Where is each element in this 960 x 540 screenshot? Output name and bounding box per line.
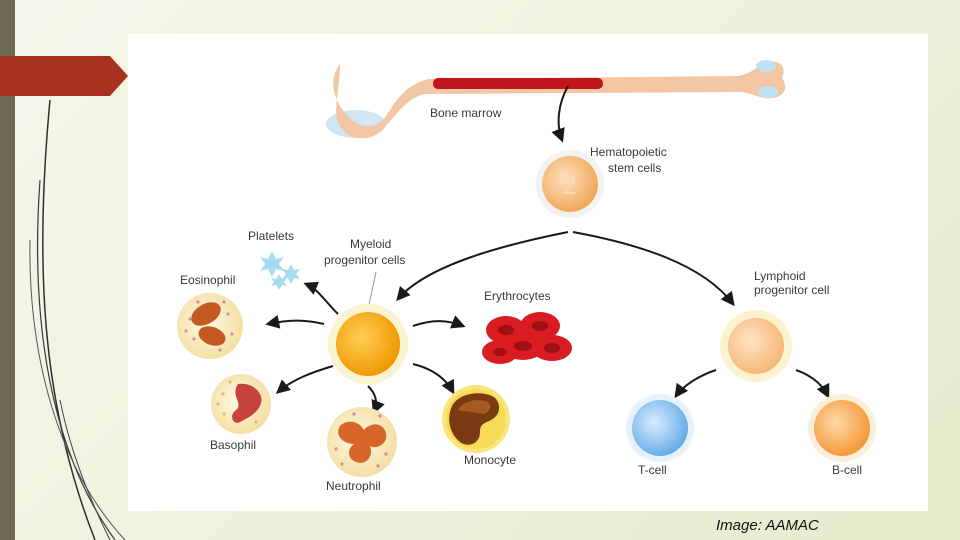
label-eosinophil: Eosinophil — [180, 273, 235, 287]
left-sidebar-bar — [0, 0, 15, 540]
label-bone-marrow: Bone marrow — [430, 106, 502, 120]
label-b-cell: B-cell — [832, 463, 862, 477]
monocyte-cell — [442, 385, 510, 453]
slide-marker-arrow — [0, 56, 128, 96]
neutrophil-cell — [327, 407, 397, 477]
label-myeloid-line1: Myeloid — [350, 237, 391, 251]
basophil-cell — [211, 374, 271, 434]
arrow-to-t-cell — [674, 369, 717, 399]
diagram-panel: Bone marrow 2 Hematopoietic stem cells P… — [128, 34, 928, 511]
arrow-to-platelets — [303, 281, 339, 315]
arrow-to-erythrocytes — [412, 315, 466, 329]
label-monocyte: Monocyte — [464, 453, 516, 467]
hsc-badge: 2 — [562, 170, 576, 200]
marrow-band — [433, 78, 603, 89]
b-cell — [808, 394, 876, 462]
platelets-icon — [260, 251, 300, 290]
lymphoid-progenitor-cell — [720, 310, 792, 382]
label-myeloid-line2: progenitor cells — [324, 253, 405, 267]
eosinophil-cell — [177, 293, 243, 359]
arrow-to-b-cell — [795, 369, 830, 399]
myeloid-progenitor-cell — [328, 304, 408, 384]
arrow-hsc-to-lymphoid — [572, 231, 735, 307]
label-lymphoid-line1: Lymphoid — [754, 269, 806, 283]
label-lymphoid-line2: progenitor cell — [754, 283, 829, 297]
arrow-hsc-to-myeloid — [396, 231, 569, 302]
label-basophil: Basophil — [210, 438, 256, 452]
label-hsc-line2: stem cells — [608, 161, 661, 175]
label-hsc-line1: Hematopoietic — [590, 145, 667, 159]
bone-illustration — [326, 60, 786, 139]
arrow-marrow-to-hsc — [551, 85, 569, 143]
label-platelets: Platelets — [248, 229, 294, 243]
label-erythrocytes: Erythrocytes — [484, 289, 551, 303]
hematopoietic-stem-cell: 2 — [536, 150, 604, 218]
label-t-cell: T-cell — [638, 463, 667, 477]
image-credit: Image: AAMAC — [716, 517, 819, 534]
label-neutrophil: Neutrophil — [326, 479, 381, 493]
arrow-to-monocyte — [412, 363, 455, 395]
hematopoiesis-diagram: Bone marrow 2 Hematopoietic stem cells P… — [177, 60, 876, 493]
erythrocytes-cluster — [482, 312, 572, 364]
t-cell — [626, 394, 694, 462]
arrow-to-eosinophil — [265, 314, 325, 329]
arrow-to-basophil — [275, 365, 334, 394]
decorative-curves — [29, 99, 126, 540]
